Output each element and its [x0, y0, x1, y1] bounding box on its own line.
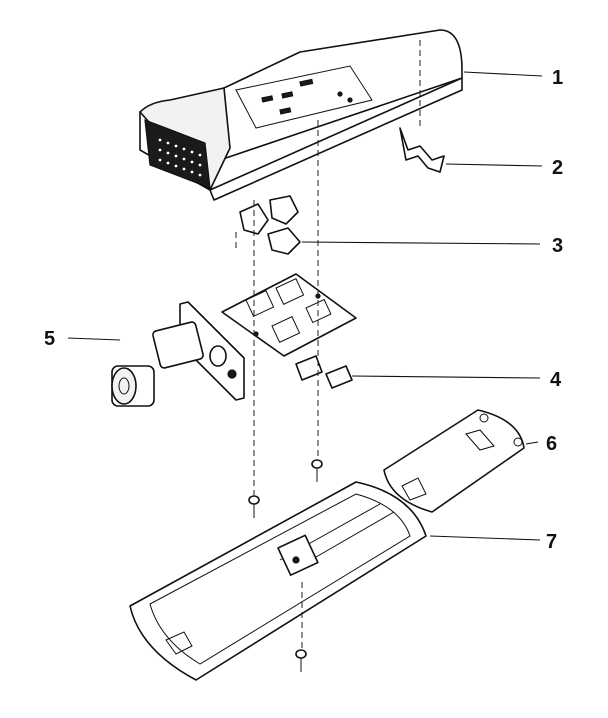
- grille-pattern: [158, 138, 202, 177]
- screw-middle: [311, 459, 323, 482]
- callout-6: 6: [546, 433, 557, 455]
- callout-7: 7: [546, 531, 557, 553]
- housing-part-1: [139, 29, 463, 201]
- callout-2: 2: [552, 157, 563, 179]
- callout-3: 3: [552, 235, 563, 257]
- clip-part-2: [399, 127, 445, 173]
- callout-4: 4: [550, 369, 562, 391]
- screw-left: [248, 495, 260, 518]
- callout-5: 5: [44, 328, 55, 350]
- screw-bottom: [295, 649, 307, 672]
- tray-part-7: [129, 481, 427, 681]
- knobs-part-3: [239, 195, 301, 255]
- callout-1: 1: [552, 67, 563, 89]
- plate-part-4: [221, 273, 357, 389]
- leader-lines: [67, 71, 543, 541]
- assembly-lines: [235, 40, 421, 650]
- motor-part-5: [111, 301, 245, 407]
- cover-part-6: [383, 409, 525, 513]
